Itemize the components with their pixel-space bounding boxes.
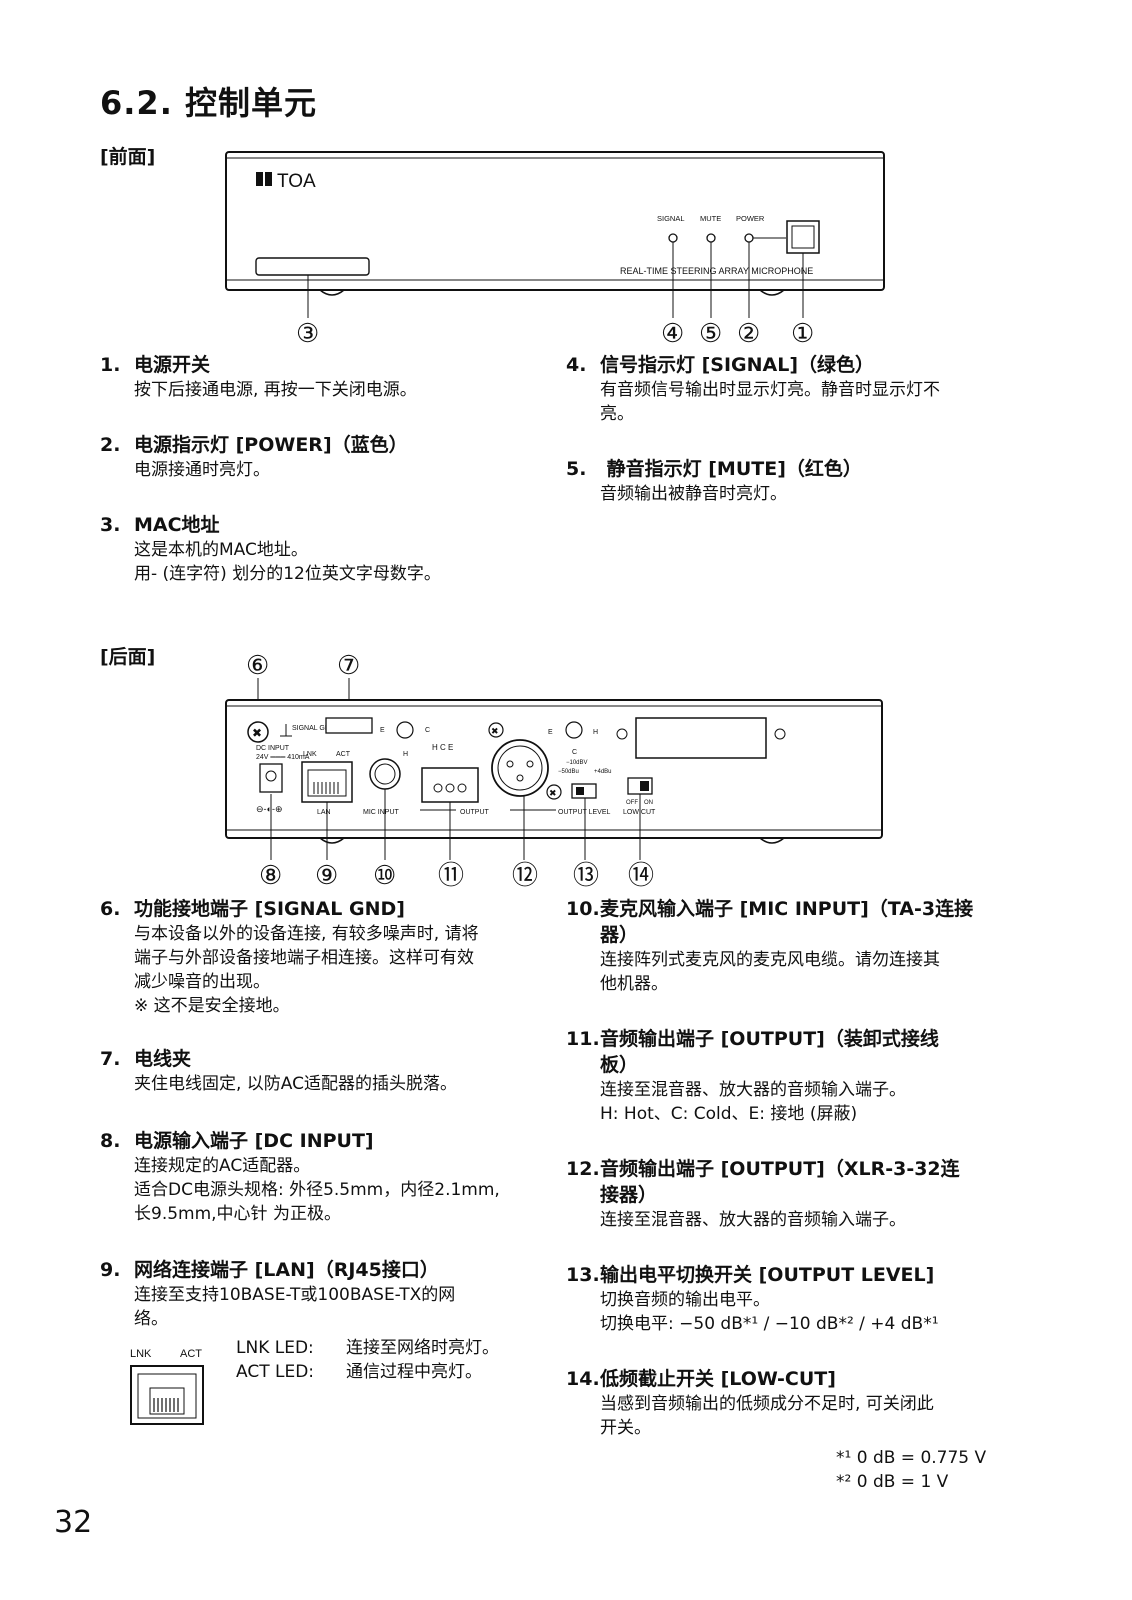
callout-9: ⑨: [315, 860, 338, 890]
item-4: 4.信号指示灯 [SIGNAL]（绿色） 有音频信号输出时显示灯亮。静音时显示灯…: [566, 354, 940, 424]
callout-1: ①: [791, 318, 814, 348]
item-3: 3.MAC地址 这是本机的MAC地址。 用- (连字符) 划分的12位英文字母数…: [100, 514, 441, 584]
rear-section-label: [后面]: [100, 646, 156, 668]
svg-text:✖: ✖: [491, 726, 499, 736]
signal-label: SIGNAL: [657, 214, 685, 223]
svg-text:H C E: H C E: [432, 743, 453, 752]
svg-text:DC INPUT: DC INPUT: [256, 745, 290, 752]
mac-address-label: [255, 257, 370, 276]
lnk-led-row: LNK LED:连接至网络时亮灯。: [236, 1338, 499, 1358]
svg-text:E: E: [380, 727, 385, 734]
power-label: POWER: [736, 214, 765, 223]
footnote-1: *¹ 0 dB = 0.775 V: [836, 1448, 987, 1468]
mute-label: MUTE: [700, 214, 721, 223]
callout-3: ③: [296, 318, 319, 348]
svg-text:LNK: LNK: [303, 751, 317, 758]
option-slot: [635, 717, 767, 759]
footnote-2: *² 0 dB = 1 V: [836, 1472, 949, 1492]
callout-8: ⑧: [259, 860, 282, 890]
svg-text:⊖-◐-⊕: ⊖-◐-⊕: [256, 804, 283, 814]
callout-7: ⑦: [337, 650, 360, 680]
item-6: 6.功能接地端子 [SIGNAL GND] 与本设备以外的设备连接, 有较多噪声…: [100, 898, 479, 1016]
svg-text:−50dBu: −50dBu: [558, 769, 579, 775]
svg-text:✖: ✖: [252, 726, 262, 740]
svg-text:LAN: LAN: [317, 809, 331, 816]
callout-13: ⑬: [573, 860, 599, 890]
callout-14: ⑭: [628, 860, 654, 890]
brand-text: TOA: [277, 171, 316, 192]
item-13: 13.输出电平切换开关 [OUTPUT LEVEL] 切换音频的输出电平。 切换…: [566, 1264, 939, 1334]
svg-text:MIC INPUT: MIC INPUT: [363, 809, 400, 816]
power-led: [744, 233, 754, 243]
svg-text:LNK: LNK: [130, 1348, 152, 1360]
item-1: 1.电源开关 按下后接通电源, 再按一下关闭电源。: [100, 354, 417, 400]
svg-text:24V ═══ 410mA: 24V ═══ 410mA: [256, 754, 310, 761]
svg-text:C: C: [425, 727, 430, 734]
callout-5: ⑤: [699, 318, 722, 348]
model-text: REAL-TIME STEERING ARRAY MICROPHONE: [620, 266, 813, 276]
front-section-label: [前面]: [100, 146, 156, 168]
svg-text:E: E: [548, 729, 553, 736]
svg-text:OFF: OFF: [626, 800, 638, 806]
svg-text:ACT: ACT: [180, 1348, 202, 1360]
mute-led: [706, 233, 716, 243]
item-9: 9.网络连接端子 [LAN]（RJ45接口） 连接至支持10BASE-T或100…: [100, 1259, 456, 1329]
item-8: 8.电源输入端子 [DC INPUT] 连接规定的AC适配器。 适合DC电源头规…: [100, 1130, 500, 1224]
svg-text:H: H: [403, 751, 408, 758]
callout-12: ⑫: [512, 860, 538, 890]
ground-screw: [247, 721, 269, 743]
item-7: 7.电线夹 夹住电线固定, 以防AC适配器的插头脱落。: [100, 1048, 458, 1094]
item-14: 14.低频截止开关 [LOW-CUT] 当感到音频输出的低频成分不足时, 可关闭…: [566, 1368, 934, 1438]
svg-text:✖: ✖: [549, 788, 557, 798]
output-terminal-block: [421, 767, 479, 803]
svg-text:+4dBu: +4dBu: [594, 769, 612, 775]
cable-clamp: [325, 717, 373, 734]
item-5: 5. 静音指示灯 [MUTE]（红色） 音频输出被静音时亮灯。: [566, 458, 862, 504]
svg-text:ON: ON: [644, 800, 653, 806]
page-title: 6.2. 控制单元: [100, 84, 317, 122]
item-10: 10.麦克风输入端子 [MIC INPUT]（TA-3连接 器） 连接阵列式麦克…: [566, 898, 974, 994]
svg-text:−10dBV: −10dBV: [566, 760, 588, 766]
svg-text:OUTPUT LEVEL: OUTPUT LEVEL: [558, 809, 610, 816]
callout-2: ②: [737, 318, 760, 348]
item-12: 12.音频输出端子 [OUTPUT]（XLR-3-32连 接器） 连接至混音器、…: [566, 1158, 960, 1230]
lan-port-illustration: LNK ACT: [130, 1348, 204, 1425]
item-11: 11.音频输出端子 [OUTPUT]（装卸式接线 板） 连接至混音器、放大器的音…: [566, 1028, 939, 1124]
callout-11: ⑪: [438, 860, 464, 890]
rear-panel-diagram: ⑥ ⑦ ✖ SIGNAL GND DC INPUT 24V ═══ 410mA …: [225, 650, 883, 890]
signal-led: [668, 233, 678, 243]
svg-text:C: C: [572, 749, 577, 756]
callout-6: ⑥: [246, 650, 269, 680]
front-panel-diagram: TOA SIGNAL MUTE POWER REAL-TIME STEERING…: [225, 151, 885, 348]
callout-4: ④: [661, 318, 684, 348]
svg-text:H: H: [593, 729, 598, 736]
act-led-row: ACT LED:通信过程中亮灯。: [236, 1362, 482, 1382]
svg-text:SIGNAL GND: SIGNAL GND: [292, 725, 335, 732]
toa-logo: TOA: [256, 171, 316, 192]
item-2: 2.电源指示灯 [POWER]（蓝色） 电源接通时亮灯。: [100, 434, 408, 480]
svg-text:ACT: ACT: [336, 751, 351, 758]
svg-text:OUTPUT: OUTPUT: [460, 809, 490, 816]
page-number: 32: [54, 1505, 93, 1540]
callout-10: ⑩: [373, 860, 396, 890]
